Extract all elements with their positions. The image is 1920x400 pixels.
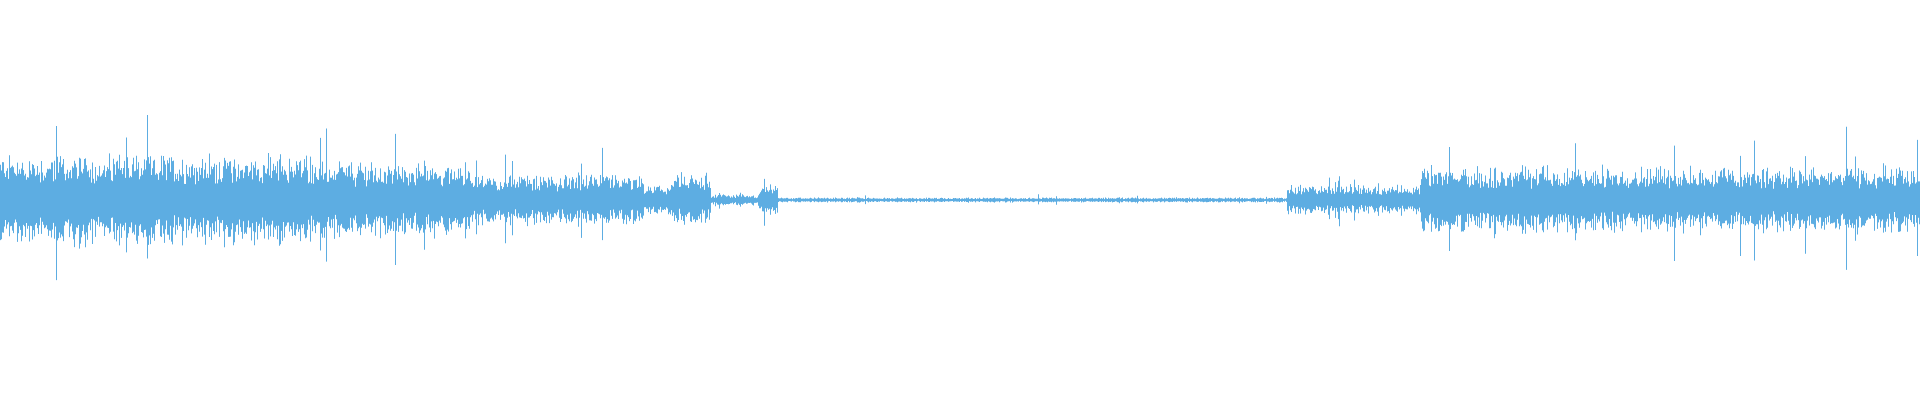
waveform-bars <box>0 115 1920 281</box>
waveform-path <box>0 115 1920 281</box>
